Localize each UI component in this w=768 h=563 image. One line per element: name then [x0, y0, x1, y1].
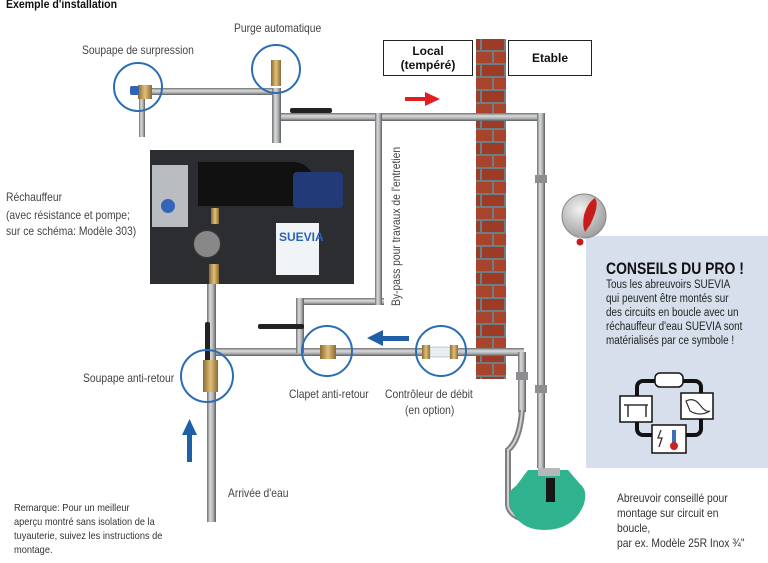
zone-etable-label: Etable — [531, 51, 568, 65]
valve-handle-top — [290, 108, 332, 113]
trough-caption: Abreuvoir conseillé pour montage sur cir… — [617, 491, 745, 551]
brick-wall — [476, 39, 506, 379]
water-trough — [508, 468, 586, 530]
zone-local-line1: Local — [412, 44, 444, 58]
label-flow-meter-line1: Contrôleur de débit — [385, 387, 473, 401]
heater-brand-logo: SUEVIA — [279, 230, 324, 244]
label-non-return-valve: Soupape anti-retour — [83, 371, 175, 385]
circle-flow-meter — [415, 325, 467, 377]
circle-check-valve — [301, 325, 353, 377]
zone-local: Local (tempéré) — [383, 40, 473, 76]
label-check-valve: Clapet anti-retour — [289, 387, 369, 401]
label-heater-line3: sur ce schéma: Modèle 303) — [6, 224, 137, 238]
circle-safety-valve — [113, 62, 163, 112]
tip-line3: des circuits en boucle avec un — [606, 307, 739, 319]
page-title: Exemple d'installation — [6, 0, 118, 11]
exclamation-icon — [561, 193, 607, 247]
trough-line4: par ex. Modèle 25R Inox ¾" — [617, 536, 745, 550]
valve-handle-left — [205, 322, 210, 370]
pipe-icon — [654, 372, 684, 388]
auto-purge — [271, 60, 281, 86]
remark-note: Remarque: Pour un meilleur aperçu montré… — [14, 501, 162, 557]
tip-line1: Tous les abreuvoirs SUEVIA — [606, 279, 731, 291]
trough-icon — [680, 392, 714, 420]
trough-line2: montage sur circuit en — [617, 506, 719, 520]
non-return-valve — [203, 360, 218, 392]
flow-meter — [429, 346, 451, 358]
remark-line3: tuyauterie, suivez les instructions de — [14, 530, 163, 542]
zone-etable: Etable — [508, 40, 592, 76]
trough-line1: Abreuvoir conseillé pour — [617, 491, 728, 505]
label-heater-line1: Réchauffeur — [6, 190, 63, 204]
label-auto-purge: Purge automatique — [234, 21, 322, 35]
circle-non-return-valve — [180, 349, 234, 403]
remark-line1: Remarque: Pour un meilleur — [14, 502, 130, 514]
safety-valve — [130, 86, 139, 95]
tip-text: Tous les abreuvoirs SUEVIA qui peuvent ê… — [606, 278, 742, 348]
remark-line4: montage. — [14, 544, 53, 556]
label-heater-line2: (avec résistance et pompe; — [6, 208, 130, 222]
zone-local-line2: (tempéré) — [400, 58, 456, 72]
arrow-right-icon — [405, 92, 440, 106]
label-water-inlet: Arrivée d'eau — [228, 486, 289, 500]
label-bypass: By-pass pour travaux de l'entretien — [389, 146, 403, 306]
heater-unit — [150, 150, 354, 284]
remark-line2: aperçu montré sans isolation de la — [14, 516, 155, 528]
arrow-left-icon — [367, 330, 409, 346]
electric-thermometer-icon — [651, 424, 687, 454]
heater-table-icon — [619, 395, 653, 423]
valve-handle-bypass — [258, 324, 304, 329]
arrow-up-icon — [182, 419, 197, 462]
label-safety-valve: Soupape de surpression — [82, 43, 194, 57]
trough-line3: boucle, — [617, 521, 651, 535]
tip-line5: matérialisés par ce symbole ! — [606, 335, 735, 347]
tip-title: CONSEILS DU PRO ! — [606, 259, 744, 278]
circle-auto-purge — [251, 44, 301, 94]
label-flow-meter-line2: (en option) — [405, 403, 455, 417]
tip-line2: qui peuvent être montés sur — [606, 293, 729, 305]
tip-line4: réchauffeur d'eau SUEVIA sont — [606, 321, 743, 333]
loop-symbol — [619, 372, 714, 454]
highlight-circles — [113, 44, 467, 403]
check-valve — [320, 345, 336, 359]
